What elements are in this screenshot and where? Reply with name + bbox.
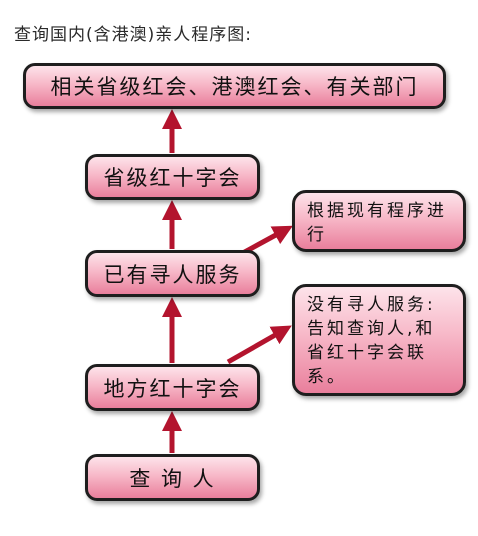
arrow-b4-to-n2 bbox=[226, 325, 292, 365]
note-no-tracing-service: 没有寻人服务:告知查询人,和省红十字会联系。 bbox=[292, 284, 466, 396]
node-local-red-cross: 地方红十字会 bbox=[85, 364, 260, 411]
node-related-red-cross-departments: 相关省级红会、港澳红会、有关部门 bbox=[23, 63, 446, 109]
diagram-title: 查询国内(含港澳)亲人程序图: bbox=[14, 25, 252, 45]
node-provincial-red-cross: 省级红十字会 bbox=[85, 154, 260, 200]
note-follow-existing-procedure: 根据现有程序进行 bbox=[292, 190, 466, 252]
node-existing-tracing-service: 已有寻人服务 bbox=[85, 250, 260, 297]
node-inquirer: 查 询 人 bbox=[85, 454, 260, 501]
